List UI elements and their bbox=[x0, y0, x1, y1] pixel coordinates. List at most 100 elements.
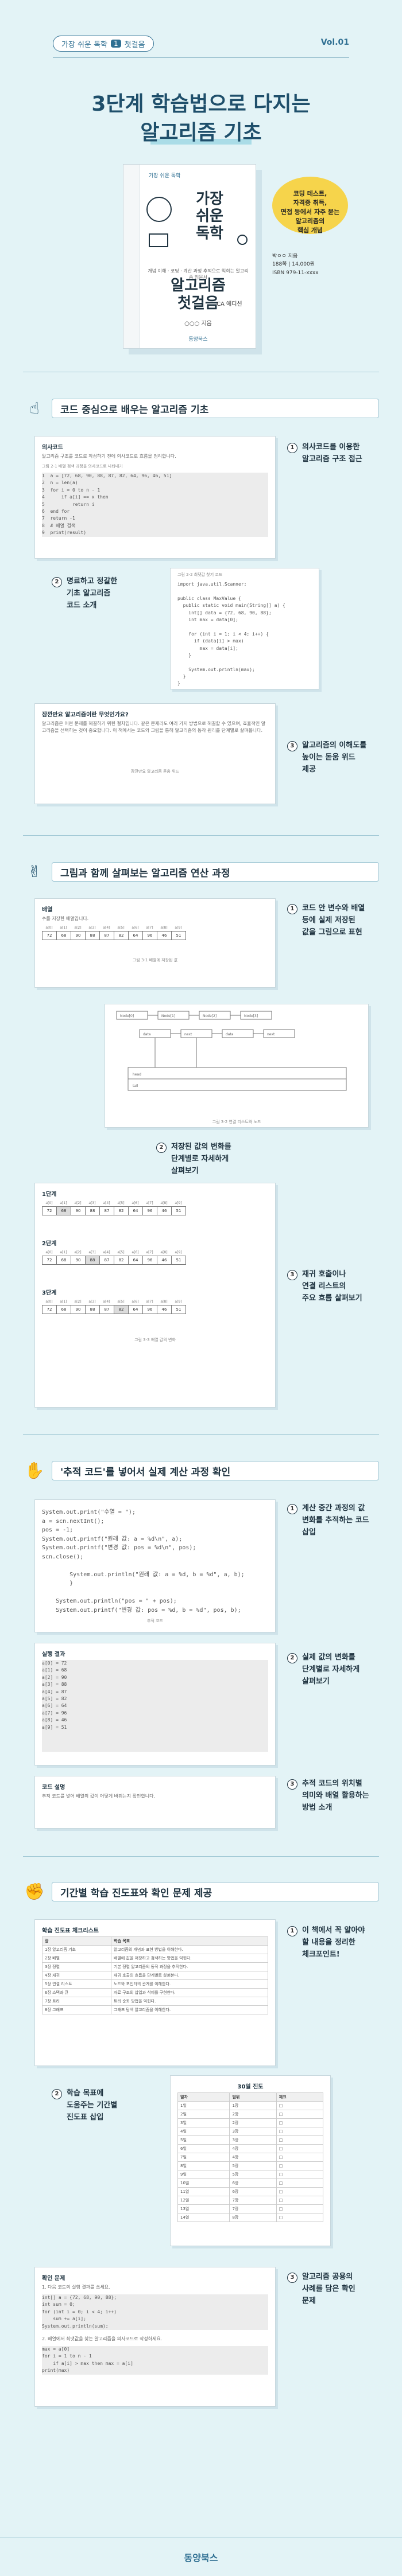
note-number: 1 bbox=[287, 904, 297, 914]
tip-text: 알고리즘은 어떤 문제를 해결하기 위한 절차입니다. 같은 문제라도 여러 가… bbox=[42, 721, 266, 733]
note-s1-1: 1 의사코드를 이용한 알고리즘 구조 접근 bbox=[287, 442, 362, 466]
array-cell: 90 bbox=[71, 1206, 86, 1215]
finger-two-icon: ✌ bbox=[28, 862, 41, 881]
array-index-label: a[1] bbox=[60, 1201, 67, 1205]
array-index-label: a[7] bbox=[146, 926, 153, 930]
note-s4-3: 3 알고리즘 공용의 사례를 담은 확인 문제 bbox=[287, 2271, 355, 2307]
trace-code-caption: 추적 코드 bbox=[147, 1619, 163, 1623]
note-number: 2 bbox=[287, 1653, 297, 1663]
array-index-labels: a[0]a[1]a[2]a[3]a[4]a[5]a[6]a[7]a[8]a[9] bbox=[42, 926, 268, 930]
array-index-label: a[8] bbox=[160, 1201, 168, 1205]
array-index-label: a[3] bbox=[88, 1201, 96, 1205]
svg-text:next: next bbox=[184, 1032, 192, 1036]
section-3-title: '추적 코드'를 넣어서 실제 계산 과정 확인 bbox=[52, 1461, 379, 1480]
book-series-label: 가장 쉬운 독학 bbox=[149, 173, 181, 179]
array-cell: 82 bbox=[114, 931, 129, 940]
array-index-label: a[6] bbox=[132, 1250, 139, 1254]
note-number: 3 bbox=[287, 1779, 297, 1790]
tip-title: 잠깐만요 알고리즘이란 무엇인가요? bbox=[42, 712, 129, 718]
array-cell: 72 bbox=[42, 1256, 57, 1265]
array-cell: 88 bbox=[85, 1305, 100, 1314]
section-4-heading: ✊ 기간별 학습 진도표와 확인 문제 제공 bbox=[23, 1880, 379, 1903]
array-cell: 51 bbox=[171, 1305, 186, 1314]
section-3-heading: ✋ '추적 코드'를 넣어서 실제 계산 과정 확인 bbox=[23, 1459, 379, 1482]
pseudocode-caption: 그림 2-1 배열 검색 과정을 의사코드로 나타내기 bbox=[42, 464, 123, 469]
title-highlight bbox=[150, 139, 252, 145]
svg-text:tail: tail bbox=[133, 1084, 138, 1088]
array-index-label: a[2] bbox=[74, 1201, 82, 1205]
quiz-panel: 확인 문제 1. 다음 코드의 실행 결과를 쓰세요. int[] a = {7… bbox=[34, 2267, 276, 2407]
array-cell: 88 bbox=[85, 931, 100, 940]
series-badge: 가장 쉬운 독학 1 첫걸음 bbox=[53, 36, 154, 52]
array-index-label: a[2] bbox=[74, 1250, 82, 1254]
explain-text: 추적 코드를 넣어 배열의 값이 어떻게 바뀌는지 확인합니다. bbox=[42, 1794, 155, 1799]
note-s3-3: 3 추적 코드의 위치별 의미와 배열 활용하는 방법 소개 bbox=[287, 1778, 369, 1814]
note-number: 1 bbox=[287, 443, 297, 453]
svg-text:data: data bbox=[226, 1032, 234, 1036]
series-badge-suffix: 첫걸음 bbox=[124, 40, 145, 49]
finger-four-icon: ✊ bbox=[24, 1882, 45, 1901]
array-index-label: a[5] bbox=[117, 1201, 125, 1205]
note-number: 2 bbox=[156, 1143, 167, 1153]
array-index-label: a[1] bbox=[60, 1300, 67, 1304]
book-meta-author: 박ㅇㅇ 지음 bbox=[272, 254, 298, 259]
section-divider bbox=[23, 835, 379, 836]
svg-text:data: data bbox=[143, 1032, 151, 1036]
note-text: 명료하고 정갈한 기초 알고리즘 코드 소개 bbox=[67, 577, 118, 610]
array-index-label: a[6] bbox=[132, 1201, 139, 1205]
array-index-label: a[1] bbox=[60, 1250, 67, 1254]
book-illustration-box bbox=[149, 233, 168, 247]
page-title-line1: 3단계 학습법으로 다지는 bbox=[91, 92, 311, 116]
book-edition: CA 에디션 bbox=[217, 301, 242, 307]
step-3-labels: a[0]a[1]a[2]a[3]a[4]a[5]a[6]a[7]a[8]a[9] bbox=[42, 1300, 268, 1304]
array-index-label: a[9] bbox=[175, 1201, 182, 1205]
note-text: 이 책에서 꼭 알아야 할 내용을 정리한 체크포인트! bbox=[302, 1926, 365, 1959]
array-cell: 64 bbox=[128, 1305, 143, 1314]
array-index-label: a[3] bbox=[88, 1250, 96, 1254]
array-index-label: a[3] bbox=[88, 1300, 96, 1304]
linked-list-caption: 그림 3-2 연결 리스트와 노드 bbox=[212, 1120, 261, 1124]
pseudocode-panel: 의사코드 알고리즘 구조를 코드로 작성하기 전에 의사코드로 흐름을 정리합니… bbox=[34, 436, 276, 559]
step-1-title: 1단계 bbox=[42, 1191, 57, 1198]
series-badge-prefix: 가장 쉬운 독학 bbox=[61, 40, 108, 49]
array-cell: 82 bbox=[114, 1256, 129, 1265]
book-author: ○○○ 지음 bbox=[184, 321, 212, 327]
quiz-question-1: 1. 다음 코드의 실행 결과를 쓰세요. bbox=[42, 2285, 110, 2290]
array-index-label: a[0] bbox=[45, 1300, 53, 1304]
book-illustration-circle bbox=[146, 197, 172, 222]
note-number: 3 bbox=[287, 2273, 297, 2283]
note-text: 실제 값의 변화를 단계별로 자세하게 살펴보기 bbox=[302, 1653, 360, 1686]
note-number: 2 bbox=[52, 2089, 62, 2099]
array-cell: 82 bbox=[114, 1206, 129, 1215]
array-cell: 46 bbox=[157, 1305, 172, 1314]
array-cell: 87 bbox=[99, 1256, 114, 1265]
array-cell: 90 bbox=[71, 931, 86, 940]
pseudocode-title: 의사코드 bbox=[42, 445, 63, 451]
array-cell: 51 bbox=[171, 1206, 186, 1215]
page-title-line2: 알고리즘 기초 bbox=[140, 121, 262, 145]
note-text: 학습 목표에 도움주는 기간별 진도표 삽입 bbox=[67, 2089, 118, 2122]
array-cell: 96 bbox=[142, 1256, 157, 1265]
code-panel: 그림 2-2 최댓값 찾기 코드 import java.util.Scanne… bbox=[170, 568, 319, 689]
quiz-code: int[] a = {72, 68, 90, 88}; int sum = 0;… bbox=[42, 2294, 268, 2330]
array-index-label: a[9] bbox=[175, 926, 182, 930]
array-index-label: a[5] bbox=[117, 1250, 125, 1254]
array-index-label: a[5] bbox=[117, 1300, 125, 1304]
array-index-label: a[4] bbox=[103, 1201, 110, 1205]
array-cell: 87 bbox=[99, 931, 114, 940]
array-index-label: a[9] bbox=[175, 1300, 182, 1304]
output-panel: 실행 결과 a[0] = 72 a[1] = 68 a[2] = 90 a[3]… bbox=[34, 1643, 276, 1766]
array-cell: 90 bbox=[71, 1256, 86, 1265]
book-spine bbox=[123, 165, 140, 348]
array-cell: 64 bbox=[128, 1206, 143, 1215]
array-index-label: a[7] bbox=[146, 1250, 153, 1254]
array-cell: 51 bbox=[171, 1256, 186, 1265]
array-index-label: a[2] bbox=[74, 1300, 82, 1304]
checklist-title: 학습 진도표 체크리스트 bbox=[42, 1928, 99, 1934]
array-index-label: a[9] bbox=[175, 1250, 182, 1254]
array-cell: 72 bbox=[42, 1305, 57, 1314]
